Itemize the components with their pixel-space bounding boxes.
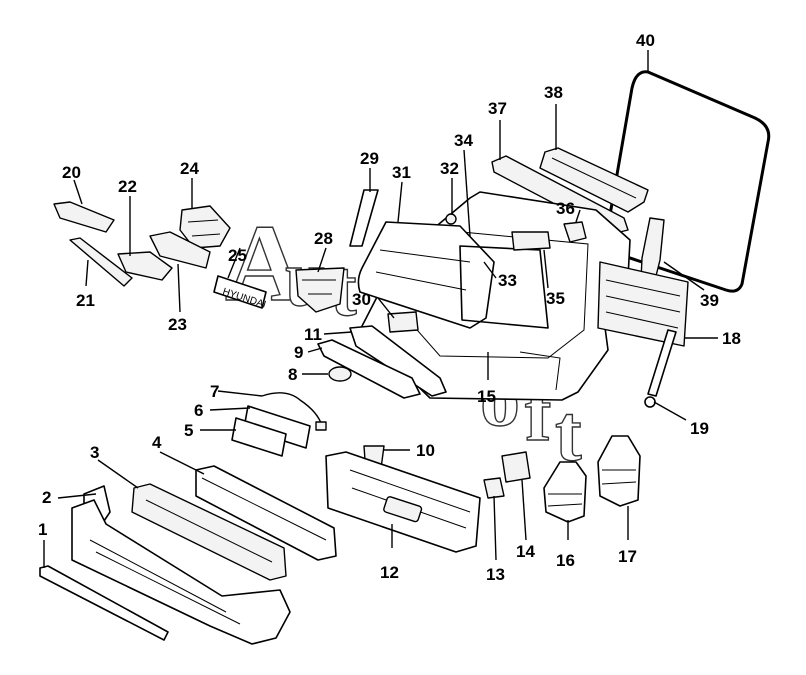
bracket-36 — [563, 221, 587, 243]
garnish-strip — [349, 325, 447, 397]
bumper-lower-strip — [39, 565, 169, 641]
callout-32: 32 — [440, 159, 459, 178]
rear-glass-outline — [604, 70, 771, 293]
wiper-arm-lower — [69, 237, 133, 287]
callout-29: 29 — [360, 149, 379, 168]
callout-18: 18 — [722, 329, 741, 348]
callout-12: 12 — [380, 563, 399, 582]
callout-16: 16 — [556, 551, 575, 570]
callout-4: 4 — [152, 433, 162, 452]
callout-24: 24 — [180, 159, 199, 178]
callout-3: 3 — [90, 443, 99, 462]
callout-30: 30 — [352, 290, 371, 309]
bumper-cover — [71, 499, 291, 645]
high-mount-stop-lamp — [511, 231, 551, 251]
bumper-reinforcement — [195, 465, 337, 561]
gas-strut-upper — [349, 189, 379, 247]
license-plate-bracket — [231, 417, 287, 457]
callout-31: 31 — [392, 163, 411, 182]
callout-34: 34 — [454, 131, 473, 150]
callout-22: 22 — [118, 177, 137, 196]
callout-15: 15 — [477, 387, 496, 406]
link-bracket — [149, 231, 211, 269]
callout-35: 35 — [546, 289, 565, 308]
callout-14: 14 — [516, 542, 535, 561]
roof-rail-trim — [539, 147, 649, 213]
callout-38: 38 — [544, 83, 563, 102]
callout-1: 1 — [38, 520, 47, 539]
rear-lamp-left — [543, 461, 587, 523]
rod-bracket — [117, 251, 173, 281]
leader-lines — [43, 50, 718, 568]
callout-39: 39 — [700, 291, 719, 310]
callout-23: 23 — [168, 315, 187, 334]
watermark-letter: A — [225, 202, 304, 324]
handle-assembly — [295, 267, 345, 313]
callout-37: 37 — [488, 99, 507, 118]
callout-2: 2 — [42, 488, 51, 507]
callout-8: 8 — [288, 365, 297, 384]
callout-6: 6 — [194, 401, 203, 420]
callout-5: 5 — [184, 421, 193, 440]
callout-20: 20 — [62, 163, 81, 182]
wiring-harness — [261, 392, 323, 427]
bracket-14 — [501, 451, 531, 483]
energy-absorber — [131, 483, 287, 581]
callout-9: 9 — [294, 343, 303, 362]
latch-assembly — [179, 205, 231, 249]
callout-40: 40 — [636, 31, 655, 50]
callout-17: 17 — [618, 547, 637, 566]
lamp-bezel — [328, 366, 352, 382]
callout-11: 11 — [304, 325, 322, 344]
callout-7: 7 — [210, 382, 219, 401]
washer-nozzle — [445, 213, 457, 225]
rear-lamp-right — [597, 435, 641, 507]
callout-33: 33 — [498, 271, 517, 290]
callouts: 1 2 3 4 5 6 7 8 9 10 11 12 13 14 15 16 1… — [38, 31, 741, 584]
callout-19: 19 — [690, 419, 709, 438]
callout-21: 21 — [76, 291, 95, 310]
bracket-13 — [483, 477, 505, 499]
callout-28: 28 — [314, 229, 333, 248]
gas-strut-lower — [647, 329, 677, 397]
callout-13: 13 — [486, 565, 505, 584]
callout-10: 10 — [416, 441, 435, 460]
lock-actuator — [387, 311, 419, 333]
callout-25: 25 — [228, 246, 247, 265]
wiper-arm-top — [53, 201, 115, 233]
wire-connector — [315, 421, 327, 431]
callout-36: 36 — [556, 199, 575, 218]
license-garnish — [317, 339, 421, 399]
